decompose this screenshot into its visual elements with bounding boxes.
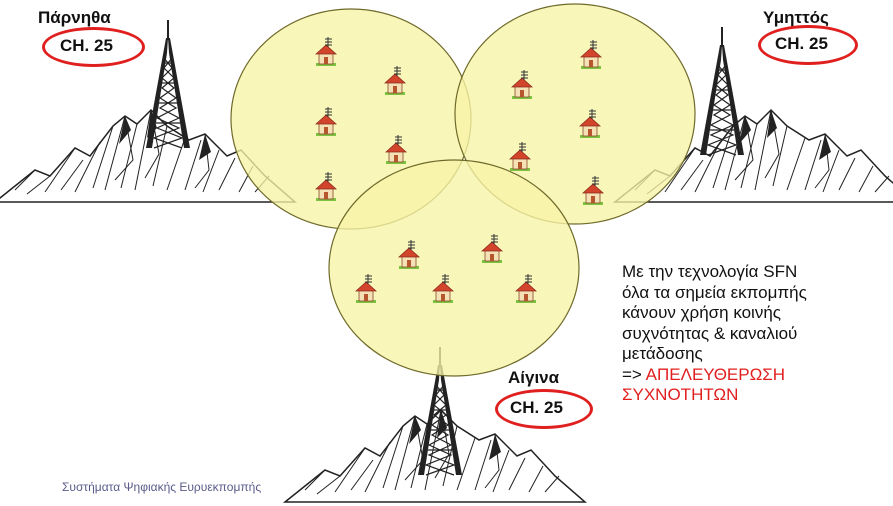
note-line: Με την τεχνολογία SFN: [622, 262, 798, 281]
note-line: συχνότητας & καναλιού: [622, 323, 798, 343]
note-conclusion: => ΑΠΕΛΕΥΘΕΡΩΣΗ: [622, 365, 893, 386]
channel-label-parnitha: CH. 25: [60, 36, 113, 55]
channel-label-ymittos: CH. 25: [775, 34, 828, 53]
note-arrow: =>: [622, 364, 642, 384]
transmitter-tower-icon: [699, 26, 745, 156]
site-name-parnitha: Πάρνηθα: [38, 8, 111, 27]
site-name-ymittos: Υμηττός: [763, 8, 829, 27]
channel-highlight-ring: [758, 25, 858, 65]
note-highlight: ΣΥΧΝΟΤΗΤΩΝ: [622, 385, 739, 404]
channel-highlight-ring: [42, 27, 145, 67]
channel-label-aigina: CH. 25: [510, 398, 563, 417]
coverage-cell-aigina: [328, 159, 580, 377]
note-highlight: ΑΠΕΛΕΥΘΕΡΩΣΗ: [645, 364, 786, 384]
site-name-aigina: Αίγινα: [508, 368, 560, 387]
footer-caption: Συστήματα Ψηφιακής Ευρυεκπομπής: [62, 480, 262, 494]
note-line: μετάδοσης: [622, 344, 703, 363]
note-line: όλα τα σημεία εκπομπής: [622, 282, 807, 302]
note-line: κάνουν χρήση κοινής: [622, 303, 781, 322]
sfn-note: Με την τεχνολογία SFN όλα τα σημεία εκπο…: [622, 262, 893, 406]
channel-highlight-ring: [495, 389, 593, 429]
